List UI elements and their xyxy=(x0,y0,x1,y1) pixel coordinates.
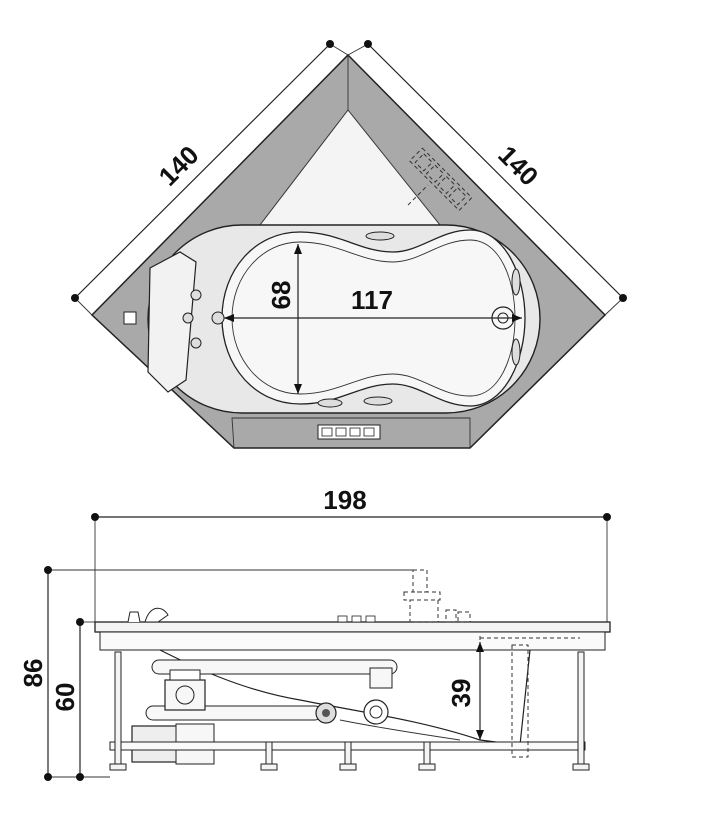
dim-basin-depth: 39 xyxy=(446,679,476,708)
jet-icon xyxy=(365,231,395,241)
jet-icon xyxy=(211,311,225,325)
jet-icon xyxy=(511,338,521,366)
control-square xyxy=(123,311,137,325)
jet-icon xyxy=(190,289,202,301)
jet-icon xyxy=(182,312,194,324)
jet-icon xyxy=(511,268,521,296)
support-legs xyxy=(109,651,590,771)
dim-top-left-side: 140 xyxy=(153,140,205,192)
pipe-upper xyxy=(151,659,398,675)
tub-rim xyxy=(94,621,611,633)
dim-overall-length: 198 xyxy=(323,485,366,515)
jet-icon xyxy=(317,398,343,408)
dim-basin-length: 117 xyxy=(351,285,393,315)
headrest xyxy=(147,251,197,393)
pump-motor xyxy=(164,669,206,711)
jet-icon xyxy=(190,337,202,349)
dim-top-right-side: 140 xyxy=(492,140,544,192)
control-panel xyxy=(317,424,381,440)
dim-basin-width: 68 xyxy=(266,281,296,310)
top-view: 140 140 68 117 xyxy=(71,40,627,449)
dim-overall-height: 86 xyxy=(18,659,48,688)
jet-group xyxy=(182,231,521,408)
jet-icon xyxy=(363,396,393,406)
dim-rim-height: 60 xyxy=(50,683,80,712)
faucet-side xyxy=(403,569,471,623)
side-view: 198 86 60 xyxy=(18,485,611,781)
